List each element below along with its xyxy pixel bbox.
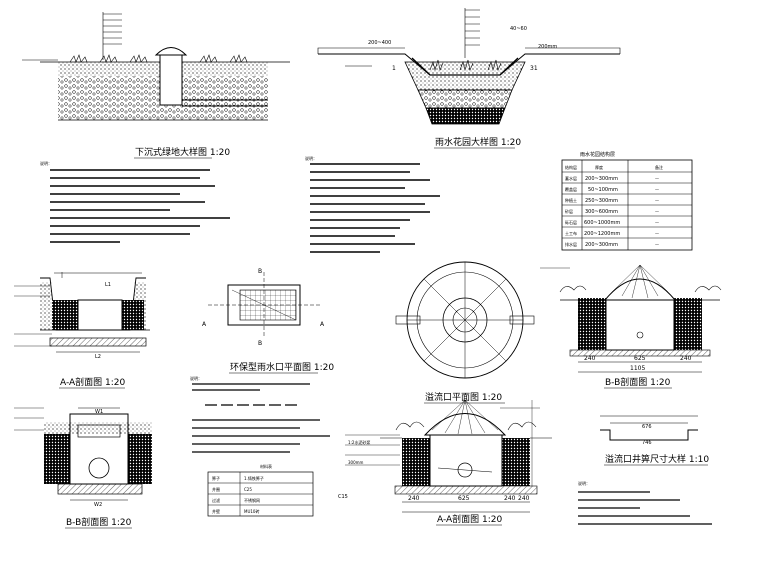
layer-table: 雨水花园结构层 结构层 厚度 备注 蓄水层 200~300mm — 覆盖层 50… bbox=[561, 151, 693, 251]
svg-text:雨水花园结构层: 雨水花园结构层 bbox=[580, 151, 615, 158]
svg-text:240: 240 bbox=[408, 495, 420, 502]
table-cell: 过滤 bbox=[212, 497, 220, 503]
svg-text:240: 240 bbox=[680, 355, 692, 362]
table-cell: 土工布 bbox=[565, 230, 577, 236]
table-cell: 200~1200mm bbox=[584, 231, 620, 237]
table-cell: 排水层 bbox=[565, 241, 577, 247]
bb-section-right: 240 625 240 1105 B-B剖面图 1:20 bbox=[540, 264, 722, 389]
svg-text:1: 1 bbox=[392, 65, 396, 72]
svg-text:W2: W2 bbox=[94, 502, 102, 508]
aa-left-title: A-A剖面图 1:20 bbox=[60, 376, 126, 388]
table-cell: — bbox=[655, 242, 659, 247]
table-cell: 200~300mm bbox=[585, 242, 618, 248]
aa-section-left: L1 L2 A-A剖面图 1:20 bbox=[14, 272, 150, 389]
table-cell: — bbox=[655, 176, 659, 181]
sunken-green-title: 下沉式绿地大样图 1:20 bbox=[135, 146, 230, 158]
svg-text:676: 676 bbox=[642, 424, 652, 430]
svg-text:说明：: 说明： bbox=[40, 160, 52, 166]
svg-text:240: 240 bbox=[518, 495, 530, 502]
table-cell: 不锈钢网 bbox=[244, 497, 260, 503]
table-cell: MU10砖 bbox=[244, 508, 259, 514]
bb-right-title: B-B剖面图 1:20 bbox=[605, 376, 671, 388]
svg-text:说明：: 说明： bbox=[578, 480, 590, 486]
svg-text:材料表: 材料表 bbox=[260, 463, 272, 469]
table-cell: 300~600mm bbox=[585, 209, 618, 215]
table-cell: 600~1000mm bbox=[584, 220, 620, 226]
table-cell: 砾石层 bbox=[565, 219, 577, 225]
table-cell: 井壁 bbox=[212, 508, 220, 514]
table-cell: 种植土 bbox=[565, 197, 577, 203]
rain-garden-title: 雨水花园大样图 1:20 bbox=[435, 136, 521, 148]
overflow-plan-title: 溢流口平面图 1:20 bbox=[425, 391, 502, 403]
table-cell: — bbox=[655, 198, 659, 203]
table-cell: 蓄水层 bbox=[565, 175, 577, 181]
table-cell: 井圈 bbox=[212, 486, 220, 492]
svg-text:C15: C15 bbox=[338, 494, 348, 500]
table-header: 备注 bbox=[655, 164, 663, 170]
svg-text:L2: L2 bbox=[95, 354, 101, 360]
table-header: 结构层 bbox=[565, 164, 577, 170]
svg-text:240: 240 bbox=[584, 355, 596, 362]
svg-text:1105: 1105 bbox=[630, 365, 645, 372]
inlet-plan: B B A A 环保型雨水口平面图 1:20 bbox=[202, 268, 334, 374]
svg-text:300mm: 300mm bbox=[348, 460, 364, 465]
table-cell: 砂层 bbox=[565, 208, 573, 214]
svg-text:1:2水泥砂浆: 1:2水泥砂浆 bbox=[348, 439, 370, 445]
svg-text:说明：: 说明： bbox=[190, 375, 202, 381]
svg-text:L1: L1 bbox=[105, 282, 111, 288]
svg-text:625: 625 bbox=[458, 495, 470, 502]
table-cell: — bbox=[655, 187, 659, 192]
svg-text:B: B bbox=[258, 268, 262, 275]
inlet-plan-title: 环保型雨水口平面图 1:20 bbox=[230, 361, 334, 373]
table-header: 厚度 bbox=[595, 164, 603, 170]
overflow-grate-detail: 676 746 溢流口井箅尺寸大样 1:10 说明： bbox=[578, 415, 712, 525]
table-cell: — bbox=[655, 209, 659, 214]
svg-text:B: B bbox=[258, 340, 262, 347]
svg-text:W1: W1 bbox=[95, 409, 103, 415]
table-cell: — bbox=[655, 220, 659, 225]
table-cell: 箅子 bbox=[212, 475, 220, 481]
svg-text:A: A bbox=[202, 321, 207, 328]
overflow-plan: 溢流口平面图 1:20 bbox=[395, 261, 535, 404]
bb-left-title: B-B剖面图 1:20 bbox=[66, 516, 132, 528]
svg-text:31: 31 bbox=[530, 65, 538, 72]
overflow-detail-title: 溢流口井箅尺寸大样 1:10 bbox=[605, 453, 709, 465]
aa-section-mid: 1:2水泥砂浆 300mm C15 240 625 240 240 A-A剖面图… bbox=[338, 399, 552, 526]
svg-text:200~400: 200~400 bbox=[368, 40, 391, 46]
bb-section-left: W1 W2 B-B剖面图 1:20 bbox=[14, 407, 152, 529]
table-cell: 覆盖层 bbox=[565, 186, 577, 192]
svg-text:625: 625 bbox=[634, 355, 646, 362]
rain-garden-detail: 200~400 40~60 200mm 1 31 雨水花园大样图 1:20 说明… bbox=[305, 8, 621, 253]
overflow-well bbox=[159, 54, 183, 106]
inlet-notes: 说明： 材料表 箅子 1.铸铁箅子 井圈 C25 过滤 不锈钢网 井壁 MU10… bbox=[190, 375, 330, 517]
table-cell: C25 bbox=[244, 487, 252, 492]
svg-text:240: 240 bbox=[504, 495, 516, 502]
table-cell: — bbox=[655, 231, 659, 236]
table-cell: 1.铸铁箅子 bbox=[244, 475, 264, 481]
sunken-green-detail: 下沉式绿地大样图 1:20 说明： bbox=[22, 12, 290, 243]
table-cell: 250~300mm bbox=[585, 198, 618, 204]
svg-text:说明：: 说明： bbox=[305, 155, 317, 161]
table-cell: 200~300mm bbox=[585, 176, 618, 182]
svg-text:40~60: 40~60 bbox=[510, 26, 527, 32]
table-cell: 50~100mm bbox=[588, 187, 618, 193]
svg-text:A: A bbox=[320, 321, 325, 328]
svg-text:746: 746 bbox=[642, 440, 652, 446]
svg-text:200mm: 200mm bbox=[538, 44, 557, 50]
aa-mid-title: A-A剖面图 1:20 bbox=[437, 513, 503, 525]
